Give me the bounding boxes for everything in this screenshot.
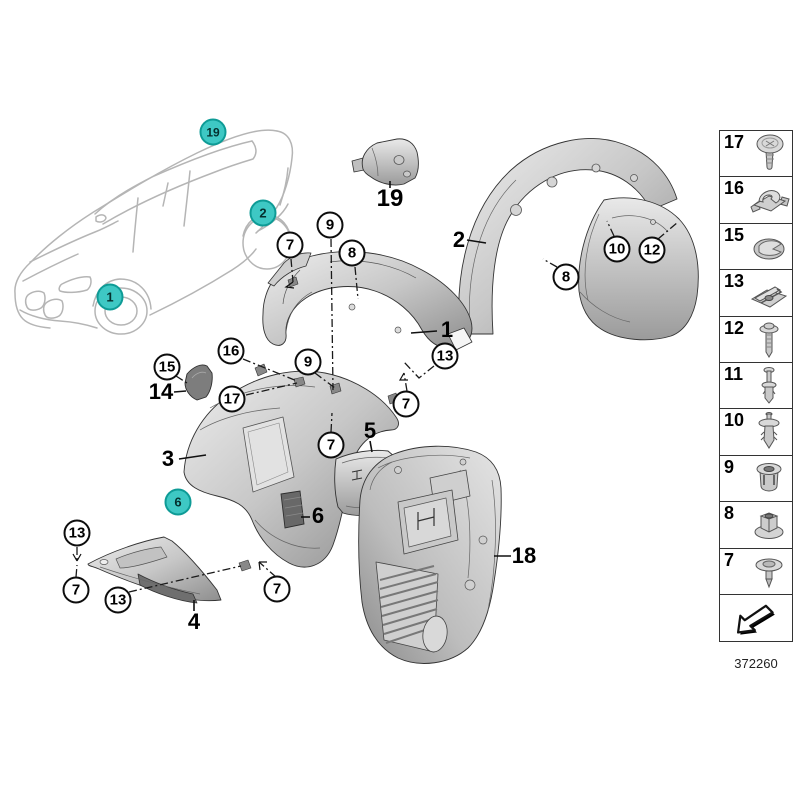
legend-box-9[interactable]: 9	[719, 454, 793, 503]
part-label-19[interactable]: 19	[376, 185, 404, 212]
cage-nut-icon	[750, 286, 788, 308]
callout-10[interactable]: 10	[603, 235, 631, 263]
legend-box-arrow[interactable]	[719, 594, 793, 643]
part-label-2[interactable]: 2	[452, 227, 466, 252]
highlight-marker-6[interactable]: 6	[164, 488, 192, 516]
callout-9-b[interactable]: 9	[294, 348, 322, 376]
blind-rivet-icon	[758, 412, 780, 450]
flange-screw-icon	[759, 322, 779, 358]
legend-box-12[interactable]: 12	[719, 315, 793, 364]
leader-lines	[75, 220, 679, 593]
part-label-1[interactable]: 1	[440, 317, 454, 342]
part-label-18[interactable]: 18	[511, 543, 537, 568]
part-14-bracket	[184, 364, 213, 401]
legend-number: 9	[724, 456, 735, 477]
hex-nut-icon	[754, 512, 784, 540]
legend-number: 7	[724, 549, 735, 570]
part-2-rear-wheel-arch-cover	[458, 138, 699, 341]
legend-box-17[interactable]: 17	[719, 130, 793, 178]
callout-8-b[interactable]: 8	[552, 263, 580, 291]
pan-head-screw-icon	[756, 134, 784, 170]
part-18-front-wheel-arch-cover-front	[358, 445, 502, 664]
car-outline-drawing	[14, 129, 294, 335]
part-label-14[interactable]: 14	[148, 379, 174, 404]
legend-number: 12	[724, 317, 745, 338]
legend-number: 10	[724, 410, 745, 431]
part-label-3[interactable]: 3	[161, 446, 175, 471]
part-4-underbody-panel	[87, 536, 222, 604]
clip-nut-icon	[750, 190, 790, 214]
legend-number: 17	[724, 132, 745, 152]
callout-7-c[interactable]: 7	[317, 431, 345, 459]
part-3-front-wheel-arch-cover-rear	[183, 363, 399, 572]
legend-box-16[interactable]: 16	[719, 176, 793, 225]
plastic-rivet-icon	[755, 558, 783, 589]
callout-16[interactable]: 16	[217, 337, 245, 365]
callout-7-a[interactable]: 7	[276, 231, 304, 259]
legend-number: 13	[724, 271, 745, 292]
legend-number: 15	[724, 224, 745, 245]
highlight-marker-19[interactable]: 19	[199, 118, 227, 146]
legend-box-11[interactable]: 11	[719, 362, 793, 411]
callout-7-b[interactable]: 7	[392, 390, 420, 418]
part-6-cover	[280, 490, 305, 529]
legend-box-13[interactable]: 13	[719, 269, 793, 318]
callout-12[interactable]: 12	[638, 236, 666, 264]
part-label-4[interactable]: 4	[187, 609, 201, 634]
legend-box-15[interactable]: 15	[719, 222, 793, 271]
callout-7-e[interactable]: 7	[263, 575, 291, 603]
legend-number: 8	[724, 503, 735, 524]
part-19-bracket	[351, 138, 419, 186]
expansion-rivet-icon	[761, 367, 777, 404]
part-label-6[interactable]: 6	[311, 503, 325, 528]
callout-17[interactable]: 17	[218, 385, 246, 413]
highlight-marker-2[interactable]: 2	[249, 199, 277, 227]
direction-arrow-icon	[737, 604, 775, 635]
highlight-marker-1[interactable]: 1	[96, 283, 124, 311]
part-1-rear-wheel-arch-cover	[262, 251, 473, 351]
label-leader-lines	[173, 181, 511, 611]
plastic-nut-icon	[753, 238, 785, 260]
legend-number: 16	[724, 178, 745, 199]
callout-9-a[interactable]: 9	[316, 211, 344, 239]
callout-15[interactable]: 15	[153, 353, 181, 381]
callout-7-d[interactable]: 7	[62, 576, 90, 604]
threaded-grommet-icon	[756, 462, 782, 492]
fastener-legend: 17 16 15 13	[719, 130, 793, 643]
figure-number: 372260	[734, 656, 778, 671]
legend-number: 11	[724, 364, 744, 385]
leader-arrowheads	[72, 281, 408, 571]
callout-13-b[interactable]: 13	[63, 519, 91, 547]
callout-8-a[interactable]: 8	[338, 239, 366, 267]
legend-box-7[interactable]: 7	[719, 547, 793, 596]
legend-box-10[interactable]: 10	[719, 408, 793, 457]
callout-13-a[interactable]: 13	[431, 342, 459, 370]
callout-13-c[interactable]: 13	[104, 586, 132, 614]
legend-box-8[interactable]: 8	[719, 501, 793, 550]
part-label-5[interactable]: 5	[363, 418, 377, 443]
